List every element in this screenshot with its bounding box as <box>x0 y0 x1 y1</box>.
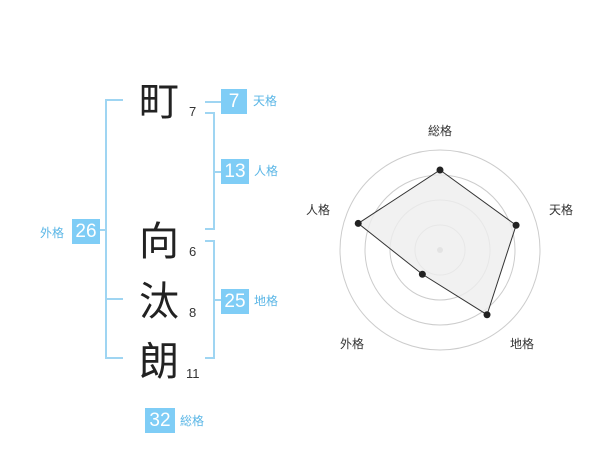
stroke-count-3: 8 <box>189 305 197 320</box>
stroke-count-4: 11 <box>186 366 200 381</box>
gaikaku-label: 外格 <box>40 226 65 240</box>
name-char-3: 汰 <box>139 279 179 325</box>
soukaku-badge: 32 <box>145 408 175 433</box>
tenkaku-connector <box>205 101 221 103</box>
jinkaku-bracket-stub <box>213 171 221 173</box>
soukaku-label: 総格 <box>180 414 205 428</box>
radar-point-2 <box>483 311 491 319</box>
tenkaku-badge: 7 <box>221 89 247 114</box>
radar-label-chikaku: 地格 <box>510 337 535 351</box>
jinkaku-bracket-bottom <box>205 228 215 230</box>
jinkaku-bracket-top <box>205 112 215 114</box>
chikaku-label: 地格 <box>254 294 279 308</box>
radar-point-3 <box>418 270 426 278</box>
name-char-2: 向 <box>139 219 179 265</box>
gaikaku-bracket-mid <box>105 298 123 300</box>
stroke-count-2: 6 <box>189 244 197 259</box>
gaikaku-badge: 26 <box>72 219 100 244</box>
radar-label-soukaku: 総格 <box>428 124 453 138</box>
stroke-count-1: 7 <box>189 104 197 119</box>
chikaku-bracket-bottom <box>205 357 215 359</box>
radar-point-4 <box>354 219 362 227</box>
chikaku-bracket-top <box>205 240 215 242</box>
radar-chart <box>339 149 541 351</box>
gaikaku-bracket-stub <box>97 229 107 231</box>
radar-label-gaikaku: 外格 <box>340 337 365 351</box>
radar-points <box>354 166 520 319</box>
name-char-1: 町 <box>139 79 179 125</box>
tenkaku-label: 天格 <box>253 94 278 108</box>
radar-label-tenkaku: 天格 <box>549 203 574 217</box>
radar-point-1 <box>512 221 520 229</box>
name-char-4: 朗 <box>139 339 179 385</box>
chikaku-badge: 25 <box>221 289 249 314</box>
radar-polygon <box>357 169 517 316</box>
gaikaku-bracket-top <box>105 99 123 101</box>
radar-label-jinkaku: 人格 <box>306 203 331 217</box>
jinkaku-badge: 13 <box>221 159 249 184</box>
chikaku-bracket-stub <box>213 299 221 301</box>
jinkaku-label: 人格 <box>254 164 279 178</box>
gaikaku-bracket-bottom <box>105 357 123 359</box>
radar-point-0 <box>436 166 444 174</box>
